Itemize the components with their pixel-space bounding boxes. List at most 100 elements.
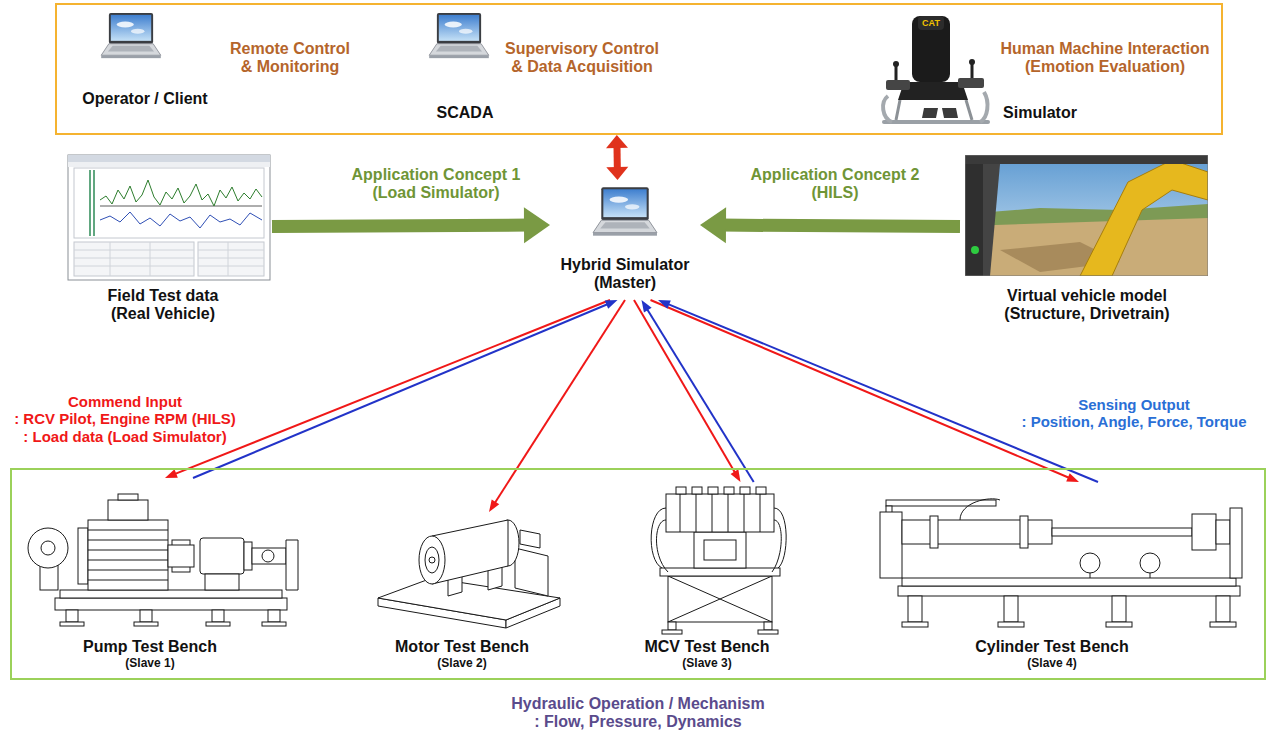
arrowhead: [606, 167, 628, 180]
virtual-vehicle-scene: [983, 164, 1000, 276]
cylinder-bench-drawing: [880, 499, 1242, 627]
pump-bench-drawing: [78, 528, 88, 584]
edge-label: Application Concept 1 (Load Simulator): [352, 166, 521, 203]
operator-station: Remote Control & MonitoringOperator / Cl…: [75, 8, 375, 128]
station-caption: SCADA: [437, 104, 494, 122]
mcv-bench-drawing: [694, 532, 746, 568]
simulator-seat: [969, 59, 975, 65]
virtual-vehicle-scene: [965, 155, 983, 276]
panel-caption: Field Test data (Real Vehicle): [108, 287, 219, 324]
command-arrow: [489, 300, 625, 512]
station-heading: Human Machine Interaction (Emotion Evalu…: [1001, 40, 1210, 77]
pump-bench-drawing: [55, 598, 287, 610]
master-station: Hybrid Simulator (Master): [550, 180, 700, 300]
simulator-seat: [980, 92, 987, 122]
simulator-seat: [942, 108, 958, 118]
arrowhead: [605, 300, 618, 309]
station-heading: Supervisory Control & Data Acquisition: [505, 40, 659, 77]
virtual-vehicle-scene: [965, 155, 1208, 164]
field-data-screenshot: [90, 170, 94, 236]
arrowhead: [642, 300, 652, 313]
simulator-seat: [918, 16, 944, 30]
field-data-screenshot: [68, 155, 270, 280]
arrowhead: [700, 207, 726, 243]
bench-subcaption: (Slave 4): [1027, 657, 1076, 671]
cylinder-bench-drawing: [1230, 508, 1242, 578]
field-data-screenshot: [100, 206, 262, 207]
cylinder-bench-drawing: [1004, 596, 1018, 622]
cylinder-bench-drawing: [1080, 553, 1100, 573]
bench-caption: MCV Test Bench: [644, 638, 769, 656]
laptop-icon: [593, 187, 657, 235]
mcv-bench-drawing: [692, 487, 702, 494]
connector-line: [193, 304, 609, 478]
simulator-seat: [958, 78, 984, 88]
simulator-seat: [896, 64, 972, 80]
mcv-bench-drawing: [651, 487, 786, 634]
laptop-icon: [593, 187, 657, 235]
mcv-bench-drawing: [724, 487, 734, 494]
pump-bench-drawing: [262, 550, 274, 562]
mcv-bench-drawing: [668, 576, 772, 622]
field-data-screenshot: [100, 212, 262, 228]
sensing-note: Sensing Output : Position, Angle, Force,…: [1021, 396, 1246, 431]
field-data-screenshot: [198, 242, 264, 276]
pump-bench-drawing: [286, 540, 298, 590]
arrowhead: [658, 300, 671, 309]
field-data-screenshot: [74, 168, 264, 238]
simulator-seat: [886, 80, 910, 90]
system-panel: Remote Control & MonitoringOperator / Cl…: [55, 3, 1223, 135]
command-arrow: [651, 300, 1080, 482]
pump-bench-drawing: [28, 494, 298, 626]
command-note: Commend Input : RCV Pilot, Engine RPM (H…: [14, 393, 236, 445]
simulator-seat: [922, 108, 938, 118]
virtual-vehicle-scene: [965, 155, 1208, 276]
bench-subcaption: (Slave 2): [437, 657, 486, 671]
mcv-bench-drawing: [758, 630, 778, 634]
motor-bench-drawing: [429, 557, 435, 563]
simulator-seat: [912, 16, 950, 82]
station-heading: Remote Control & Monitoring: [230, 40, 350, 77]
pump-bench-drawing: [262, 622, 286, 626]
mcv-bench-drawing: [676, 487, 686, 494]
concept-arrow: [272, 207, 550, 243]
motor-bench-drawing: [378, 520, 560, 628]
cylinder-bench-drawing: [930, 516, 938, 548]
pump-bench-drawing: [88, 520, 168, 590]
pump-bench-drawing: [168, 545, 194, 567]
logo-text: CAT: [922, 18, 940, 28]
bench-panel: Hydraulic Operation / Mechanism : Flow, …: [10, 468, 1266, 680]
motor-bench-drawing: [425, 547, 439, 573]
sensing-arrow: [658, 300, 1098, 482]
simulator-seat: [893, 61, 899, 67]
connector-line: [651, 300, 1071, 478]
mcv-bench-drawing: [662, 630, 682, 634]
pump-bench-drawing: [88, 530, 168, 580]
panel-caption: Virtual vehicle model (Structure, Drivet…: [1004, 287, 1169, 324]
pump-bench-drawing: [108, 500, 148, 520]
connector-line: [647, 308, 754, 482]
test-bench: MCV Test Bench(Slave 3): [625, 482, 790, 676]
pump-bench-drawing: [60, 590, 282, 598]
mcv-bench-drawing: [704, 540, 736, 560]
simulator-seat: [883, 16, 988, 122]
connector-line: [613, 145, 620, 169]
mcv-bench-drawing: [764, 622, 772, 630]
cylinder-bench-drawing: [1216, 520, 1230, 544]
pump-bench-drawing: [66, 610, 78, 622]
pump-bench-drawing: [28, 528, 68, 568]
link-arrow: [606, 135, 628, 180]
cylinder-bench-drawing: [960, 499, 1000, 520]
concept-arrow: [700, 207, 960, 243]
cylinder-bench-drawing: [902, 622, 928, 627]
motor-bench-drawing: [520, 530, 540, 548]
pump-bench-drawing: [41, 541, 55, 555]
mcv-bench-drawing: [668, 576, 772, 622]
panel-caption: Hybrid Simulator (Master): [561, 256, 690, 293]
pump-bench-drawing: [140, 610, 152, 622]
mcv-bench-drawing: [740, 487, 750, 494]
field-data-screenshot: [68, 162, 270, 167]
